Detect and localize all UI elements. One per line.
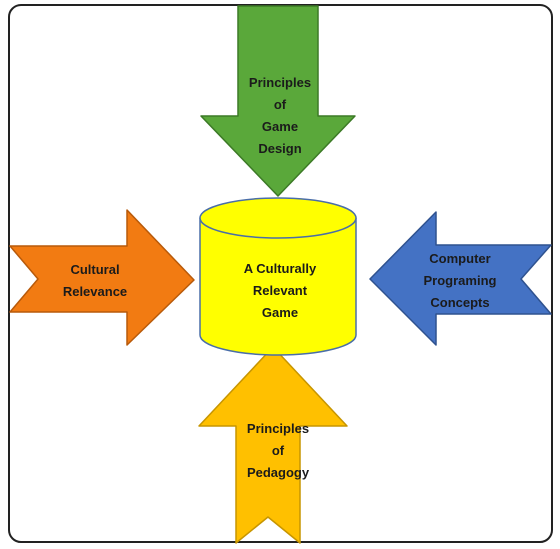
label-computer-programing-concepts: Computer Programing Concepts [423, 251, 497, 310]
center-cylinder [199, 197, 357, 356]
arrow-game-design [200, 5, 356, 197]
arrow-cultural-relevance [9, 209, 195, 346]
label-culturally-relevant-game: A Culturally Relevant Game [243, 261, 317, 320]
label-cultural-relevance: Cultural Relevance [62, 262, 128, 299]
arrow-pedagogy [198, 346, 348, 544]
label-principles-pedagogy: Principles of Pedagogy [246, 421, 310, 480]
arrow-programming-concepts [369, 211, 552, 346]
label-principles-game-design: Principles of Game Design [248, 75, 312, 156]
